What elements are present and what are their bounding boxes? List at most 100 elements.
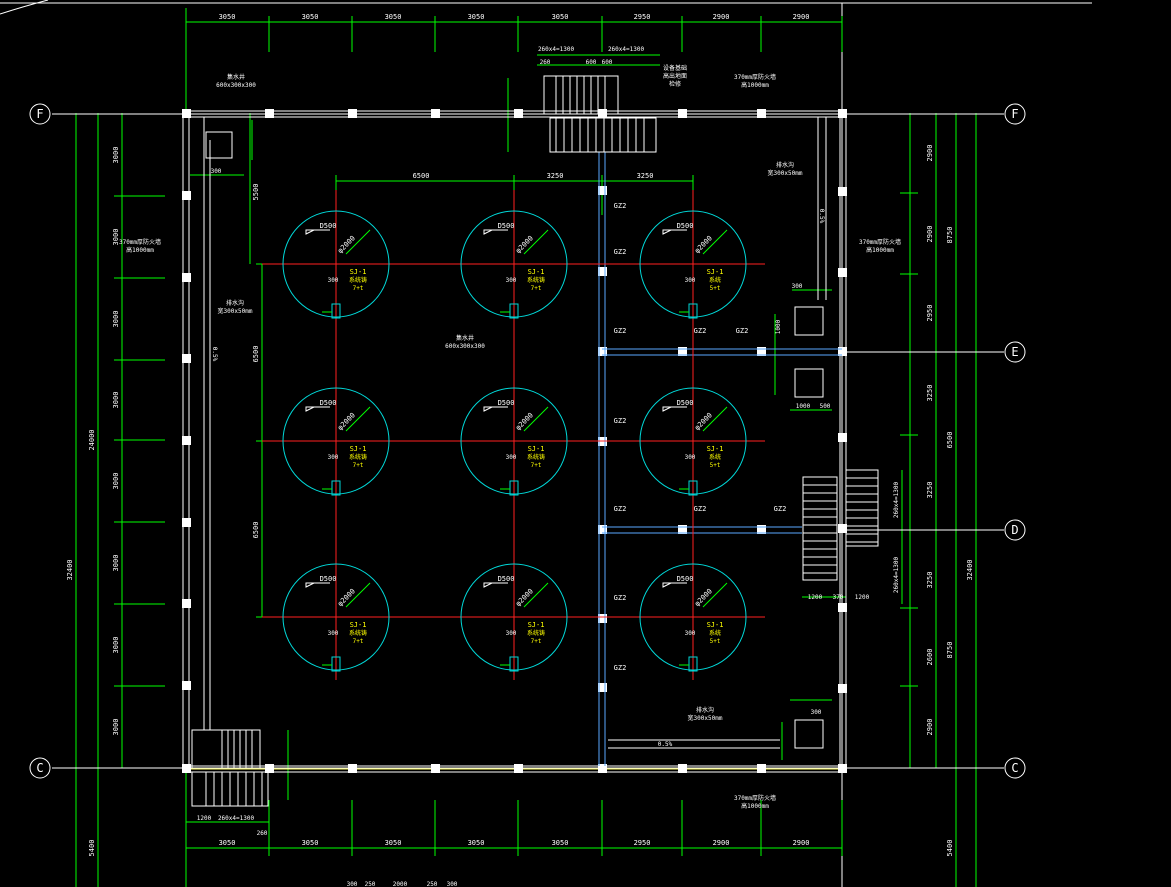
bottom-row-dim-2: 250 xyxy=(365,881,376,887)
note-firewall-left: 370mm厚防火墙 xyxy=(119,238,161,246)
tank-depth-label: D500 xyxy=(498,399,515,407)
left-dim-3: 3000 xyxy=(112,311,120,328)
right-dim-2: 2900 xyxy=(926,226,934,243)
top-dim-8: 2900 xyxy=(793,13,810,21)
tank-9[interactable] xyxy=(639,563,747,672)
tank-inlet xyxy=(688,656,698,672)
diameter-leader xyxy=(523,582,549,608)
tank-depth-label: D500 xyxy=(498,222,515,230)
column-label-gz2: GZ2 xyxy=(736,327,749,335)
column-label-gz2: GZ2 xyxy=(694,505,707,513)
diameter-leader xyxy=(523,406,549,432)
column-label-gz2: GZ2 xyxy=(614,327,627,335)
tank-sub-label: 系统铸 xyxy=(527,453,545,461)
tank-inlet xyxy=(688,303,698,319)
left-dim-4: 3000 xyxy=(112,392,120,409)
note-drain-right-size: 宽300x50mm xyxy=(768,169,803,177)
column-label-gz2: GZ2 xyxy=(614,594,627,602)
note-equip-base-3: 检修 xyxy=(669,80,681,88)
left-dim-7: 3000 xyxy=(112,637,120,654)
tank-1[interactable] xyxy=(282,210,390,319)
note-pit-right-depth: 1000 xyxy=(775,319,782,334)
stair-right-a: 260x4=1300 xyxy=(893,482,900,519)
tank-circle xyxy=(282,387,390,495)
stair-top-b: 260x4=1300 xyxy=(608,46,645,53)
stair-right-b: 260x4=1300 xyxy=(893,557,900,594)
left-dim-8: 3000 xyxy=(112,719,120,736)
bottom-row-dim-1: 300 xyxy=(347,881,358,887)
bottom-row-dim-3: 2000 xyxy=(393,881,408,887)
bottom-row-dim-4: 250 xyxy=(427,881,438,887)
tank-4[interactable] xyxy=(282,387,390,496)
stair-bottom-a: 1200 xyxy=(197,815,212,822)
right-dim-4: 3250 xyxy=(926,385,934,402)
stair-top-d: 600 xyxy=(586,59,597,66)
diameter-leader xyxy=(345,406,371,432)
column-label-gz2: GZ2 xyxy=(614,664,627,672)
note-firewall-right: 370mm厚防火墙 xyxy=(859,238,901,246)
tank-offset-label: 300 xyxy=(506,454,517,461)
tank-7[interactable] xyxy=(282,563,390,672)
note-firewall-top: 370mm厚防火墙 xyxy=(734,73,776,81)
column-label-gz2: GZ2 xyxy=(614,417,627,425)
note-slope-bottom: 0.5% xyxy=(658,741,673,748)
tank-count-label: 7+t xyxy=(531,285,542,292)
diameter-leader xyxy=(702,406,728,432)
right-dim-1: 2900 xyxy=(926,145,934,162)
tank-circle xyxy=(639,210,747,318)
canvas-margin xyxy=(1092,0,1171,887)
column-label-gz2: GZ2 xyxy=(614,202,627,210)
right-dim-3: 2950 xyxy=(926,305,934,322)
tank-offset-label: 300 xyxy=(328,277,339,284)
note-drain-right: 排水沟 xyxy=(776,161,794,169)
top-dim-4: 3050 xyxy=(468,13,485,21)
diameter-leader xyxy=(345,229,371,255)
tank-count-label: 7+t xyxy=(531,462,542,469)
tank-depth-label: D500 xyxy=(320,399,337,407)
tank-count-label: 7+t xyxy=(353,285,364,292)
column-label-gz2: GZ2 xyxy=(694,327,707,335)
tank-8[interactable] xyxy=(460,563,568,672)
diameter-leader xyxy=(702,582,728,608)
left-dim-5: 3000 xyxy=(112,473,120,490)
tank-circle xyxy=(460,210,568,318)
tank-circle xyxy=(639,387,747,495)
right-bottom-dim: 5400 xyxy=(946,840,954,857)
tank-inlet xyxy=(331,480,341,496)
tank-circle xyxy=(460,563,568,671)
tank-depth-label: D500 xyxy=(677,399,694,407)
tank-6[interactable] xyxy=(639,387,747,496)
tank-circle xyxy=(460,387,568,495)
column-label-gz2: GZ2 xyxy=(614,505,627,513)
top-dim-6: 2950 xyxy=(634,13,651,21)
tank-tag-label: SJ-1 xyxy=(707,268,724,276)
tank-circle xyxy=(282,210,390,318)
diameter-leader xyxy=(523,229,549,255)
note-sump-size: 600x300x300 xyxy=(445,343,485,350)
inner-span3: 3250 xyxy=(637,172,654,180)
note-firewall-right-height: 高1000mm xyxy=(866,246,894,254)
right-dim-8: 2900 xyxy=(926,719,934,736)
tank-circle xyxy=(282,563,390,671)
tank-2[interactable] xyxy=(460,210,568,319)
tank-sub-label: 系统 xyxy=(709,276,721,284)
note-drain-left: 排水沟 xyxy=(226,299,244,307)
inner-vert1: 6500 xyxy=(252,346,260,363)
tank-count-label: 7+t xyxy=(353,638,364,645)
bottom-dim-3: 3050 xyxy=(385,839,402,847)
right-mid-2: 6500 xyxy=(946,432,954,449)
note-pit-bottom-dim: 300 xyxy=(811,709,822,716)
note-firewall-bottom-height: 高1000mm xyxy=(741,802,769,810)
note-pit-left-dim: 300 xyxy=(211,168,222,175)
bottom-dim-6: 2950 xyxy=(634,839,651,847)
left-total2-dim: 32400 xyxy=(66,559,74,580)
note-pit-right-width: 500 xyxy=(820,403,831,410)
left-dim-2: 3000 xyxy=(112,229,120,246)
stair-top-a: 260x4=1300 xyxy=(538,46,575,53)
tank-3[interactable] xyxy=(639,210,747,319)
tank-offset-label: 300 xyxy=(685,630,696,637)
tank-5[interactable] xyxy=(460,387,568,496)
bottom-dim-4: 3050 xyxy=(468,839,485,847)
